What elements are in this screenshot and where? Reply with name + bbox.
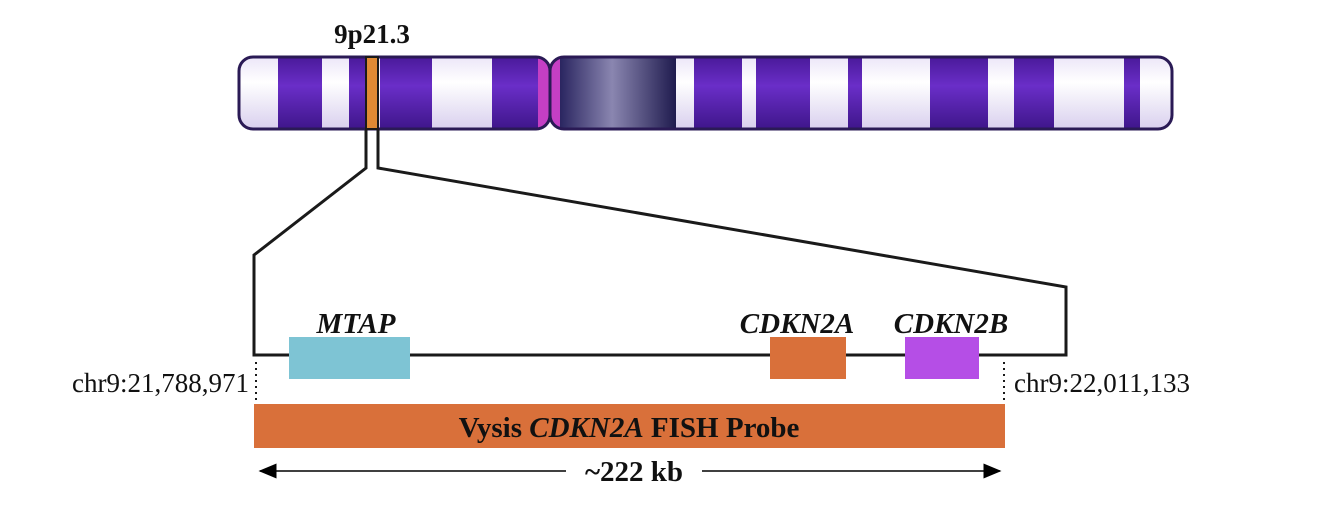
chromosome-q-arm [550,57,1172,129]
fish-probe-label: Vysis CDKN2A FISH Probe [459,412,800,444]
right-coordinate: chr9:22,011,133 [1014,368,1190,398]
probe-label-prefix: Vysis [459,412,530,444]
probe-label-suffix: FISH Probe [644,412,800,444]
chromosome-q-arm-outline [548,55,1174,131]
probe-label-gene: CDKN2A [529,412,643,444]
gene-label-mtap: MTAP [316,308,396,340]
chromosome-p-arm [239,57,550,129]
gene-box-mtap [289,337,410,379]
band-9p21-highlight [365,56,379,130]
gene-box-cdkn2b [905,337,979,379]
gene-label-cdkn2a: CDKN2A [740,308,854,340]
fish-probe-bar [254,404,1005,448]
gene-label-cdkn2b: CDKN2B [894,308,1008,340]
zoom-connector [252,130,1068,357]
left-coordinate: chr9:21,788,971 [72,368,249,398]
size-label: ~222 kb [585,456,683,488]
gene-box-cdkn2a [770,337,846,379]
band-label: 9p21.3 [334,19,410,49]
